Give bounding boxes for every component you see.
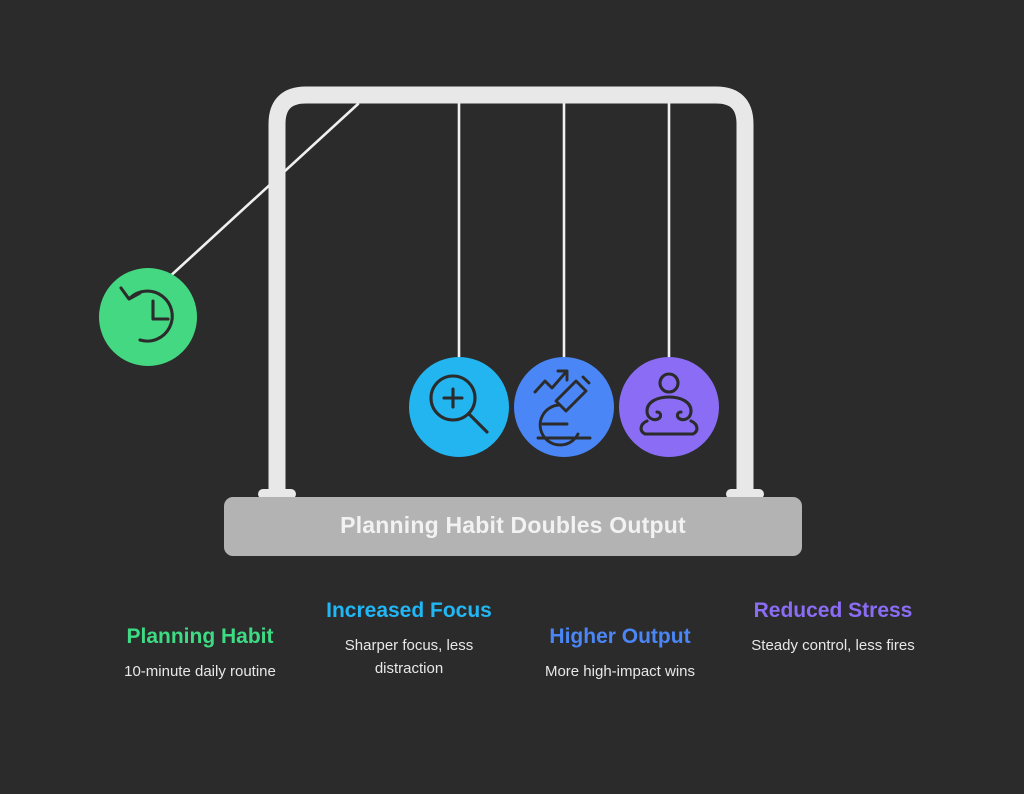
pendulum-string-raised <box>164 102 360 282</box>
magnifier-plus-icon <box>429 374 489 434</box>
ball-reduced-stress[interactable] <box>619 357 719 457</box>
cradle-foot-right <box>726 489 764 499</box>
cradle-base <box>224 497 802 556</box>
ball-increased-focus[interactable] <box>409 357 509 457</box>
legend: Planning Habit 10-minute daily routine I… <box>0 596 1024 683</box>
microscope-growth-icon <box>533 369 592 447</box>
cradle-frame <box>268 86 754 500</box>
legend-title-planning-habit: Planning Habit <box>126 625 274 648</box>
history-clock-icon <box>119 286 174 343</box>
legend-title-higher-output: Higher Output <box>549 625 691 648</box>
legend-title-reduced-stress: Reduced Stress <box>753 599 913 622</box>
legend-item-reduced-stress[interactable]: Reduced Stress Steady control, less fire… <box>728 596 938 657</box>
legend-item-higher-output[interactable]: Higher Output More high-impact wins <box>515 596 725 683</box>
legend-title-increased-focus: Increased Focus <box>326 599 492 622</box>
legend-item-increased-focus[interactable]: Increased Focus Sharper focus, less dist… <box>304 596 514 680</box>
legend-description-planning-habit: 10-minute daily routine <box>124 663 276 680</box>
meditation-icon <box>639 372 699 436</box>
cradle-foot-left <box>258 489 296 499</box>
legend-description-higher-output: More high-impact wins <box>544 663 696 680</box>
legend-description-reduced-stress: Steady control, less fires <box>751 637 915 654</box>
ball-higher-output[interactable] <box>514 357 614 457</box>
legend-description-increased-focus: Sharper focus, less distraction <box>344 637 474 677</box>
legend-item-planning-habit[interactable]: Planning Habit 10-minute daily routine <box>95 596 305 683</box>
ball-planning-habit[interactable] <box>99 268 197 366</box>
